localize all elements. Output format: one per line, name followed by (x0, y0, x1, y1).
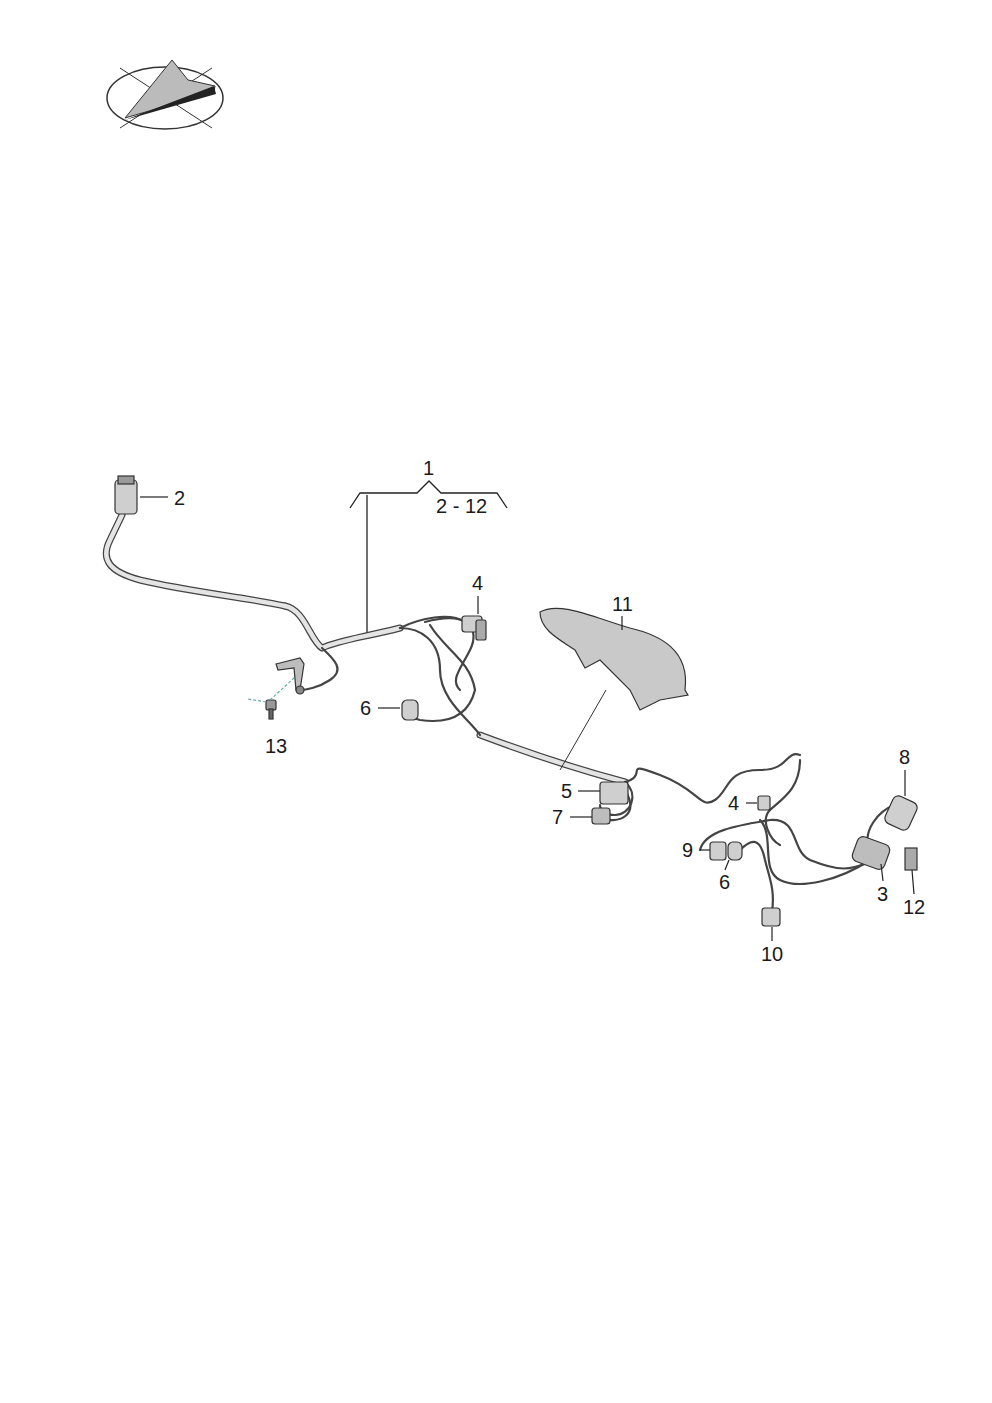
callout-number: 1 (422, 457, 435, 479)
callout-number: 9 (681, 839, 694, 861)
callout-number: 6 (359, 697, 372, 719)
callout-number: 2 (173, 487, 186, 509)
callout-number: 12 (902, 896, 926, 918)
callout-number: 13 (264, 735, 288, 757)
callout-number: 6 (718, 871, 731, 893)
callout-number: 7 (551, 806, 564, 828)
group-bracket (350, 481, 507, 636)
callout-number: 10 (760, 943, 784, 965)
logo-symbol (107, 60, 223, 129)
connector-parts (115, 476, 919, 926)
callout-number: 4 (471, 572, 484, 594)
callout-number: 11 (611, 593, 634, 615)
callout-number: 3 (876, 883, 889, 905)
callout-number: 8 (898, 746, 911, 768)
wiring-harness (106, 515, 895, 912)
callout-number: 4 (727, 792, 740, 814)
callout-number: 2 - 12 (435, 495, 488, 517)
callout-number: 5 (560, 780, 573, 802)
leader-lines (140, 497, 914, 941)
